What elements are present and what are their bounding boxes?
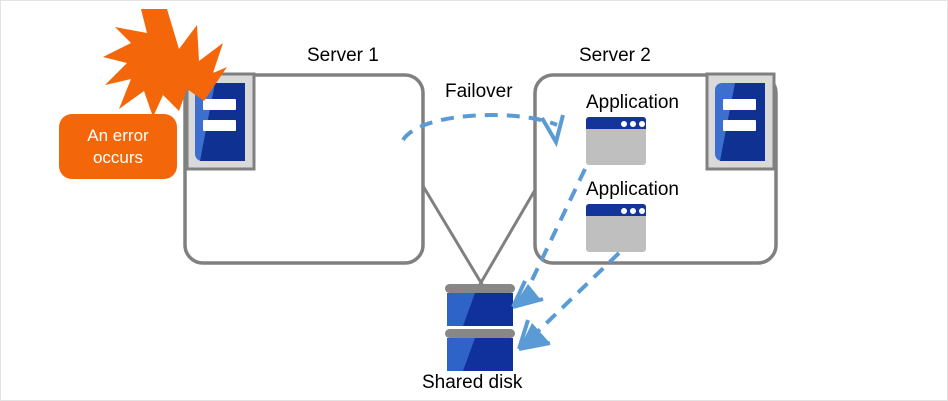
server-2-machine-icon (705, 72, 776, 171)
application-window-icon-1 (586, 117, 646, 165)
application-window-icon-2 (586, 204, 646, 252)
error-badge (59, 114, 177, 179)
application-label-1: Application (586, 92, 679, 113)
server-1-label: Server 1 (307, 45, 379, 66)
error-badge-line2: occurs (92, 148, 144, 167)
server-2-label: Server 2 (579, 45, 651, 66)
application-label-2: Application (586, 179, 679, 200)
error-badge-line1: An error (87, 126, 149, 145)
disk-connector-lines (409, 141, 551, 287)
shared-disk-label: Shared disk (422, 372, 523, 393)
shared-disk-icon (445, 284, 515, 371)
failover-label: Failover (445, 81, 513, 102)
app2-to-disk-arrow (517, 251, 621, 351)
error-burst-icon (103, 9, 227, 117)
app1-to-disk-arrow (511, 168, 587, 309)
failover-arrow (401, 113, 565, 148)
